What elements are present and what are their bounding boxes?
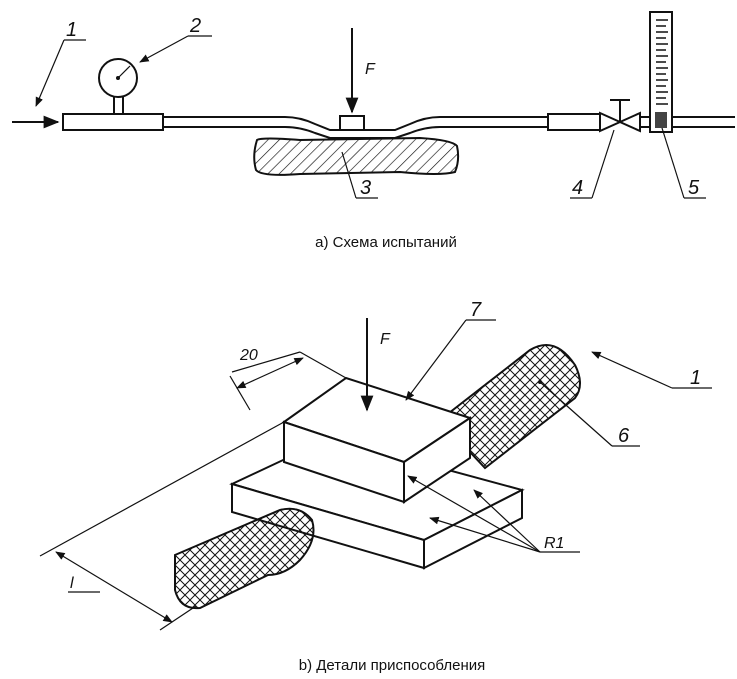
leader-6 (539, 381, 613, 447)
leader-5 (661, 127, 685, 199)
pipe-left-segment (62, 113, 164, 131)
pipe-right-segment (547, 113, 601, 131)
valve-icon (599, 99, 641, 133)
dimension-width (229, 351, 347, 411)
leader-1a (35, 39, 65, 107)
label-4: 4 (572, 177, 583, 199)
measuring-scale (649, 11, 673, 133)
radius-leaders (407, 475, 580, 553)
label-6: 6 (618, 425, 630, 447)
mesh-hose-right (438, 344, 581, 470)
dimension-length-label: l (70, 575, 74, 592)
label-7: 7 (470, 299, 482, 321)
leader-2 (139, 35, 189, 63)
top-block (281, 376, 473, 504)
leader-3 (341, 151, 357, 199)
mesh-hose-left (174, 507, 315, 610)
leader-4 (591, 129, 615, 199)
dimension-width-label: 20 (239, 347, 258, 364)
label-3: 3 (360, 177, 371, 199)
caption-b: b) Детали приспособления (299, 657, 485, 674)
support-base (253, 136, 460, 176)
dimension-length (39, 421, 285, 631)
leader-6-dot (538, 380, 542, 384)
label-5: 5 (688, 177, 700, 199)
label-1-a: 1 (66, 19, 77, 41)
force-label-b: F (380, 331, 391, 348)
leader-7 (405, 319, 467, 401)
leader-1b (591, 351, 673, 389)
load-pad (339, 115, 365, 131)
scheme-b: F 20 l R1 7 1 (39, 299, 712, 674)
scheme-a: F (12, 11, 735, 251)
caption-a: a) Схема испытаний (315, 234, 457, 251)
pressure-gauge-icon (98, 58, 138, 114)
radius-label: R1 (544, 535, 564, 552)
force-label-a: F (365, 61, 376, 78)
label-2: 2 (189, 15, 201, 37)
label-1-b: 1 (690, 367, 701, 389)
